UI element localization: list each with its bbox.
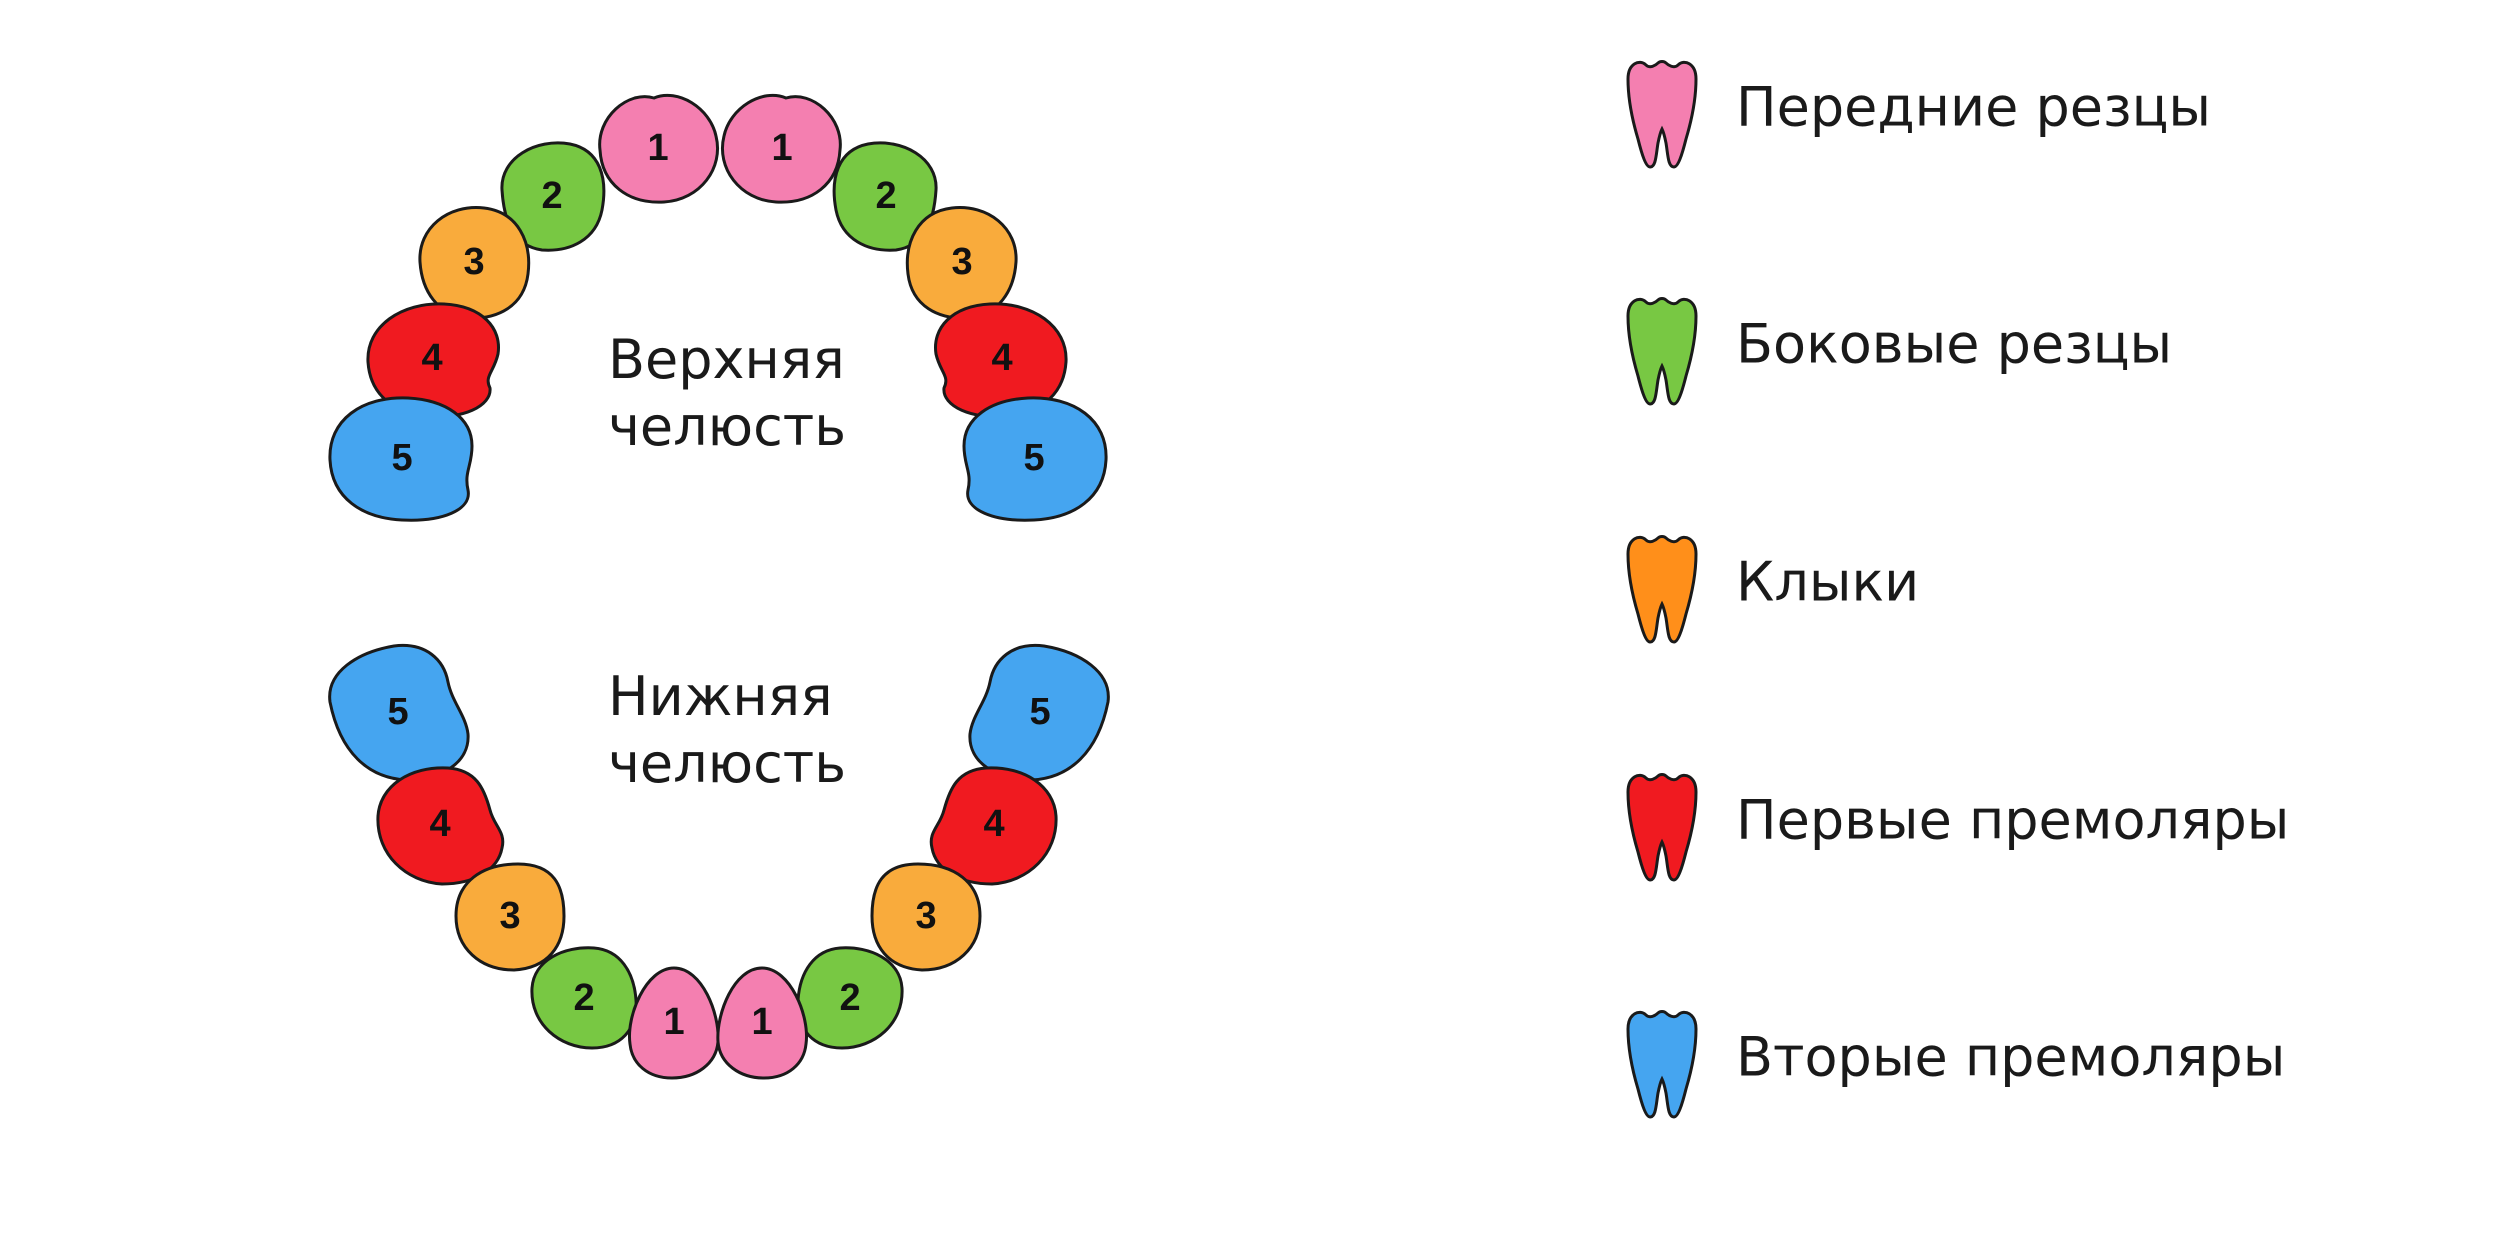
- tooth-number: 5: [1023, 437, 1044, 479]
- tooth-icon: [1626, 773, 1698, 882]
- tooth-number: 1: [647, 127, 668, 169]
- legend-item: Первые премоляры: [1626, 773, 2289, 882]
- lower-jaw: 5 5 4 4 3 3 2 2: [328, 643, 1110, 1080]
- tooth-shape: [716, 966, 809, 1080]
- tooth-shape: [328, 643, 470, 782]
- lower-left-tooth-2: 2: [530, 946, 638, 1050]
- legend-label: Вторые премоляры: [1736, 1026, 2285, 1089]
- tooth-icon: [1626, 297, 1698, 406]
- legend-item: Боковые резцы: [1626, 297, 2172, 406]
- tooth-number: 3: [915, 895, 936, 937]
- legend-label: Передние резцы: [1736, 76, 2211, 139]
- upper-right-tooth-1: 1: [721, 93, 842, 204]
- tooth-number: 2: [541, 175, 562, 217]
- tooth-number: 1: [751, 1001, 772, 1043]
- tooth-number: 1: [663, 1001, 684, 1043]
- tooth-number: 4: [991, 337, 1012, 379]
- tooth-number: 4: [421, 337, 442, 379]
- tooth-shape: [376, 766, 505, 886]
- tooth-icon: [1626, 60, 1698, 169]
- tooth-shape: [530, 946, 638, 1050]
- tooth-shape: [454, 862, 566, 972]
- lower-left-tooth-1: 1: [627, 966, 720, 1080]
- legend-item: Передние резцы: [1626, 60, 2211, 169]
- tooth-number: 4: [983, 803, 1004, 845]
- tooth-icon: [1626, 1010, 1698, 1119]
- upper-jaw: 1 1 2 2 3 3 4 4: [328, 93, 1108, 522]
- tooth-number: 5: [1029, 691, 1050, 733]
- tooth-shape: [962, 396, 1108, 522]
- lower-right-tooth-2: 2: [796, 946, 904, 1050]
- tooth-icon-shape: [1626, 60, 1698, 169]
- upper-right-tooth-3: 3: [905, 206, 1018, 320]
- tooth-shape: [598, 93, 719, 204]
- tooth-number: 3: [463, 241, 484, 283]
- tooth-number: 2: [875, 175, 896, 217]
- legend-item: Клыки: [1626, 535, 1919, 644]
- tooth-icon-shape: [1626, 535, 1698, 644]
- tooth-number: 2: [839, 977, 860, 1019]
- tooth-number: 5: [391, 437, 412, 479]
- tooth-number: 2: [573, 977, 594, 1019]
- tooth-number: 3: [951, 241, 972, 283]
- legend-item: Вторые премоляры: [1626, 1010, 2285, 1119]
- legend-label: Первые премоляры: [1736, 789, 2289, 852]
- lower-left-tooth-3: 3: [454, 862, 566, 972]
- upper-right-tooth-5: 5: [962, 396, 1108, 522]
- tooth-shape: [721, 93, 842, 204]
- lower-left-tooth-5: 5: [328, 643, 470, 782]
- tooth-shape: [328, 396, 474, 522]
- upper-jaw-label-line2: челюсть: [608, 395, 846, 458]
- lower-right-tooth-5: 5: [968, 643, 1110, 782]
- legend-label: Клыки: [1736, 551, 1919, 614]
- tooth-icon-shape: [1626, 773, 1698, 882]
- upper-jaw-label-line1: Верхняя: [608, 328, 845, 391]
- legend: Передние резцы Боковые резцы Клыки Первы…: [1626, 60, 2289, 1119]
- tooth-shape: [968, 643, 1110, 782]
- upper-left-tooth-5: 5: [328, 396, 474, 522]
- lower-right-tooth-3: 3: [870, 862, 982, 972]
- lower-left-tooth-4: 4: [376, 766, 505, 886]
- upper-left-tooth-1: 1: [598, 93, 719, 204]
- lower-jaw-label-line2: челюсть: [608, 732, 846, 795]
- lower-right-tooth-1: 1: [716, 966, 809, 1080]
- tooth-shape: [870, 862, 982, 972]
- tooth-number: 5: [387, 691, 408, 733]
- tooth-icon-shape: [1626, 297, 1698, 406]
- legend-label: Боковые резцы: [1736, 313, 2172, 376]
- tooth-number: 4: [429, 803, 450, 845]
- tooth-shape: [929, 766, 1058, 886]
- tooth-icon: [1626, 535, 1698, 644]
- tooth-number: 1: [771, 127, 792, 169]
- tooth-number: 3: [499, 895, 520, 937]
- lower-jaw-label-line1: Нижняя: [608, 665, 833, 728]
- upper-left-tooth-3: 3: [418, 206, 531, 320]
- lower-right-tooth-4: 4: [929, 766, 1058, 886]
- tooth-icon-shape: [1626, 1010, 1698, 1119]
